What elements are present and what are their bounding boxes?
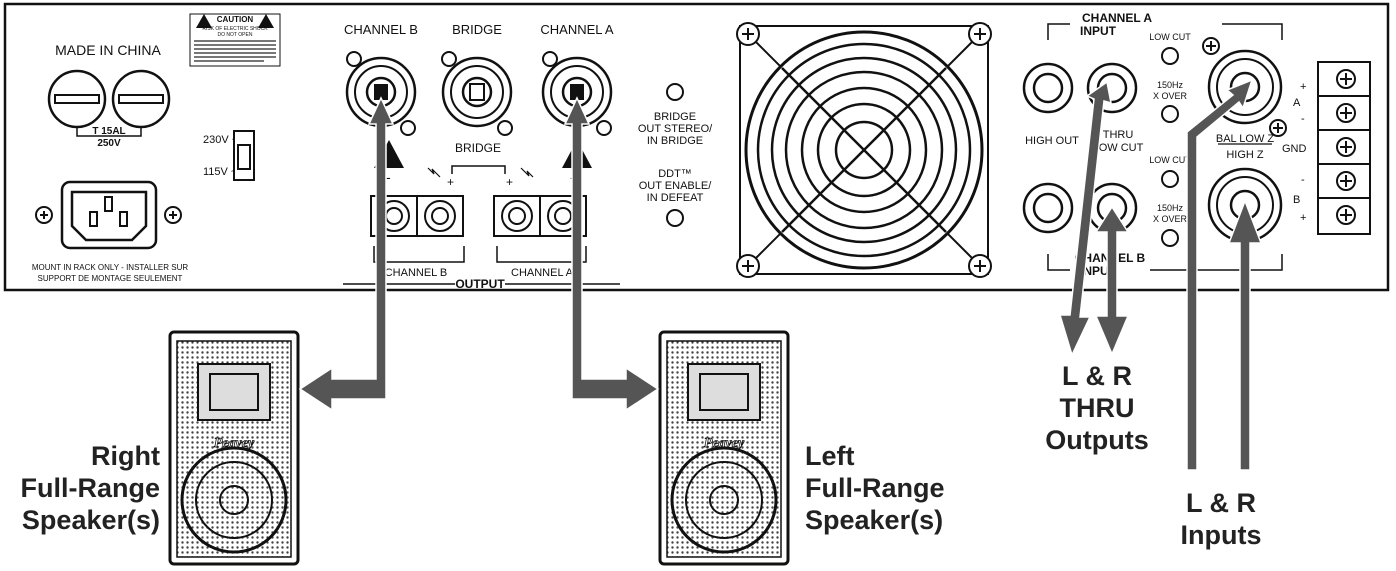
mount-warning-1: MOUNT IN RACK ONLY - INSTALLER SUR	[32, 263, 189, 272]
right-speaker-cabinet: Peavey	[168, 330, 300, 566]
output-channel-b-label: CHANNEL B	[385, 267, 448, 279]
peavey-logo-right: Peavey	[214, 436, 255, 451]
svg-text:Outputs: Outputs	[1045, 425, 1148, 455]
xover-label-b-1: 150Hz	[1157, 203, 1184, 213]
xover-label-a-2: X OVER	[1153, 91, 1188, 101]
terminal-b-label: B	[1293, 194, 1300, 206]
bridge-output-label: BRIDGE	[452, 22, 502, 37]
arrow-input-b	[1227, 198, 1263, 471]
terminal-minus-a: -	[1301, 113, 1305, 125]
svg-text:Speaker(s): Speaker(s)	[22, 505, 160, 535]
xover-label-a-1: 150Hz	[1157, 80, 1184, 90]
inputs-caption: L & R Inputs	[1181, 488, 1262, 550]
arrow-channel-b-to-right-speaker	[298, 96, 395, 412]
fuse-holder-1[interactable]	[47, 69, 107, 129]
bridge-switch-label-1: BRIDGE	[654, 111, 696, 123]
ddt-label-3: IN DEFEAT	[647, 192, 704, 204]
fuse-rating: T 15AL	[92, 126, 125, 137]
low-cut-label-b: LOW CUT	[1149, 155, 1191, 165]
svg-text:CAUTION: CAUTION	[217, 15, 254, 24]
voltage-230-label: 230V ~	[203, 134, 238, 146]
svg-text:THRU: THRU	[1060, 393, 1135, 423]
arrow-thru-a	[1058, 80, 1112, 358]
speakon-bridge[interactable]	[441, 51, 513, 136]
output-section-label: OUTPUT	[455, 277, 505, 291]
bal-low-z-label: BAL LOW Z	[1216, 133, 1275, 145]
svg-text:RISK OF ELECTRIC SHOCK: RISK OF ELECTRIC SHOCK	[202, 26, 268, 32]
fan-screw-icon	[736, 22, 992, 278]
lightning-icon	[427, 167, 534, 178]
caution-label: CAUTION RISK OF ELECTRIC SHOCK DO NOT OP…	[189, 13, 281, 67]
input-channel-a-label: CHANNEL A	[1082, 11, 1152, 25]
xover-switch-b[interactable]	[1161, 229, 1179, 247]
bridge-mode-switch[interactable]	[666, 83, 684, 101]
signal-arrows	[298, 78, 1263, 471]
high-z-label: HIGH Z	[1226, 149, 1264, 161]
ddt-label-1: DDT™	[658, 168, 692, 180]
thru-label-2: LOW CUT	[1093, 142, 1144, 154]
mount-warning-2: SUPPORT DE MONTAGE SEULEMENT	[38, 274, 183, 283]
bridge-bracket-label: BRIDGE	[455, 141, 501, 155]
power-inlet[interactable]	[35, 180, 182, 250]
svg-text:Left: Left	[805, 441, 855, 471]
arrow-input-a	[1186, 78, 1254, 471]
channel-a-output-label: CHANNEL A	[540, 22, 614, 37]
ddt-label-2: OUT ENABLE/	[639, 180, 712, 192]
terminal-plus-b: +	[1300, 212, 1306, 224]
fuse-voltage: 250V	[97, 138, 121, 149]
xover-switch-a[interactable]	[1161, 105, 1179, 123]
fuse-holder-2[interactable]	[111, 69, 171, 129]
svg-text:DO NOT OPEN: DO NOT OPEN	[218, 32, 253, 38]
terminal-strip[interactable]	[1317, 61, 1371, 235]
peavey-logo-left: Peavey	[704, 436, 745, 451]
low-cut-label-a: LOW CUT	[1149, 32, 1191, 42]
fan-grille	[739, 25, 989, 275]
xover-label-b-2: X OVER	[1153, 214, 1188, 224]
arrow-thru-b	[1094, 205, 1130, 356]
thru-label-1: THRU	[1103, 129, 1134, 141]
made-in-label: MADE IN CHINA	[55, 42, 161, 58]
voltage-selector-switch[interactable]	[233, 130, 255, 181]
plus-a: +	[506, 175, 513, 189]
plus-b: +	[447, 175, 454, 189]
arrow-channel-a-to-left-speaker	[563, 96, 660, 412]
high-out-label: HIGH OUT	[1025, 135, 1079, 147]
minus-b: -	[386, 169, 391, 185]
svg-text:Full-Range: Full-Range	[805, 473, 945, 503]
left-speaker-caption: Left Full-Range Speaker(s)	[805, 441, 945, 535]
svg-text:L & R: L & R	[1186, 488, 1256, 518]
low-cut-switch-a[interactable]	[1161, 47, 1179, 65]
right-speaker-caption: Right Full-Range Speaker(s)	[21, 441, 161, 535]
svg-text:Right: Right	[91, 441, 160, 471]
bridge-switch-label-2: OUT STEREO/	[638, 123, 713, 135]
ddt-switch[interactable]	[666, 209, 684, 227]
voltage-115-label: 115V ~	[203, 166, 237, 178]
binding-posts-channel-a[interactable]	[493, 195, 587, 237]
high-out-jack-a[interactable]	[1022, 62, 1074, 114]
high-out-jack-b[interactable]	[1022, 182, 1074, 234]
gnd-label: GND	[1282, 143, 1307, 155]
terminal-plus-a: +	[1300, 81, 1306, 93]
svg-text:Inputs: Inputs	[1181, 520, 1262, 550]
channel-b-output-label: CHANNEL B	[344, 22, 418, 37]
terminal-a-label: A	[1293, 97, 1301, 109]
svg-text:Full-Range: Full-Range	[21, 473, 161, 503]
thru-outputs-caption: L & R THRU Outputs	[1045, 361, 1148, 455]
terminal-minus-b: -	[1301, 174, 1305, 186]
left-speaker-cabinet: Peavey	[658, 330, 790, 566]
svg-text:Speaker(s): Speaker(s)	[805, 505, 943, 535]
svg-text:L & R: L & R	[1062, 361, 1132, 391]
bridge-switch-label-3: IN BRIDGE	[647, 135, 703, 147]
input-a-label: INPUT	[1080, 24, 1117, 38]
low-cut-switch-b[interactable]	[1161, 170, 1179, 188]
output-channel-a-label: CHANNEL A	[511, 267, 574, 279]
